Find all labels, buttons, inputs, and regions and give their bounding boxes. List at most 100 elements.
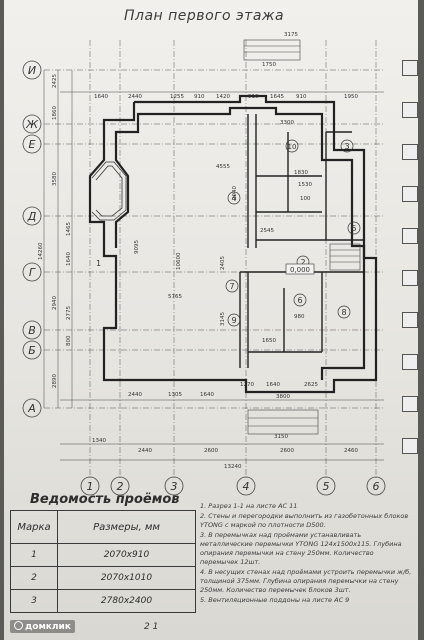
cell-mark: 2 (10, 566, 58, 590)
axis-bubble-6: 6 (366, 476, 386, 496)
cell-mark: 1 (10, 543, 58, 567)
staircase (329, 243, 361, 271)
dim-left: 14260 (38, 242, 44, 260)
room-marker: 5 (347, 221, 361, 235)
table-row: 2 2070х1010 (10, 566, 196, 590)
binder-tab (402, 312, 418, 328)
plan-title: План первого этажа (124, 8, 285, 24)
note-item: 4. В несущих стенах над проёмами устроит… (200, 568, 412, 594)
svg-text:Б: Б (28, 344, 36, 357)
cell-size: 2780х2400 (57, 589, 196, 613)
dim-bottom: 3800 (276, 394, 290, 400)
dim-top: 1645 (270, 94, 284, 100)
axis-bubble-E: Е (22, 134, 42, 154)
note-item: 2. Стены и перегородки выполнить из газо… (200, 512, 409, 529)
dim-interior: 2405 (220, 256, 226, 270)
note-item: 1. Разрез 1-1 на листе АС 11 (200, 502, 298, 510)
bottom-dimensions: 2440 1305 1640 1270 1640 2625 3800 3150 … (92, 382, 358, 470)
dim-interior: 10600 (176, 252, 182, 270)
axis-bubble-2: 2 (110, 476, 130, 496)
dim-interior: 9095 (134, 240, 140, 254)
dim-top: 910 (248, 94, 259, 100)
dim-bottom: 2440 (138, 448, 152, 454)
dim-left: 2775 (66, 306, 72, 320)
svg-text:3: 3 (171, 480, 178, 493)
binder-tab (402, 438, 418, 454)
exterior-walls (88, 94, 378, 394)
dim-bottom: 1305 (168, 392, 182, 398)
dim-bottom: 2460 (344, 448, 358, 454)
dim-left: 3580 (52, 172, 58, 186)
dim-top: 1950 (344, 94, 358, 100)
room-marker: 9 (227, 313, 241, 327)
dim-top: 910 (296, 94, 307, 100)
svg-text:2: 2 (300, 258, 305, 267)
left-dimensions: 2425 1860 3580 1465 1640 2940 2775 800 2… (38, 74, 72, 388)
dim-bottom: 1340 (92, 438, 106, 444)
notes-block: 1. Разрез 1-1 на листе АС 11 2. Стены и … (200, 502, 412, 606)
room-marker: 7 (225, 279, 239, 293)
level-zero-text: 0,000 (290, 266, 310, 274)
dim-left: 800 (66, 335, 72, 346)
axis-bubble-4: 4 (236, 476, 256, 496)
sheet-number: 2 1 (144, 622, 159, 632)
dim-top: 1255 (170, 94, 184, 100)
svg-text:Е: Е (29, 138, 36, 151)
svg-text:И: И (28, 64, 36, 77)
svg-text:5: 5 (323, 480, 330, 493)
dim-interior: 1830 (294, 170, 308, 176)
table-row: 3 2780х2400 (10, 589, 196, 613)
dim-bottom: 1640 (266, 382, 280, 388)
binder-tab (402, 396, 418, 412)
dim-top: 1640 (94, 94, 108, 100)
dim-interior: 4555 (216, 164, 230, 170)
axis-bubble-B: Б (22, 340, 42, 360)
dim-interior: 2940 (232, 186, 238, 200)
dim-top: 3175 (284, 32, 298, 38)
dim-top: 1420 (216, 94, 230, 100)
cell-mark: 3 (10, 589, 58, 613)
dim-interior: 1530 (298, 182, 312, 188)
bay-window (91, 161, 127, 221)
svg-text:1: 1 (96, 259, 101, 268)
svg-text:Ж: Ж (25, 118, 39, 131)
drawing-sheet: План первого этажа (4, 0, 418, 640)
axis-bubble-G: Г (22, 262, 42, 282)
dim-bottom: 1640 (200, 392, 214, 398)
opening-schedule-table: Марка Размеры, мм 1 2070х910 2 2070х1010… (10, 510, 196, 613)
dim-top: 910 (194, 94, 205, 100)
svg-text:Д: Д (27, 210, 37, 223)
binder-tab (402, 186, 418, 202)
binder-tab (402, 144, 418, 160)
dim-interior: 1650 (262, 338, 276, 344)
svg-text:7: 7 (229, 282, 234, 291)
svg-text:А: А (27, 402, 36, 415)
svg-text:6: 6 (297, 296, 302, 305)
axis-bubble-V: В (22, 320, 42, 340)
axis-letter-bubbles: И Ж Е Д Г В Б А (22, 60, 42, 418)
svg-text:В: В (28, 324, 36, 337)
dim-bottom: 2600 (204, 448, 218, 454)
dim-left: 1640 (66, 252, 72, 266)
room-marker: 8 (337, 305, 351, 319)
axis-number-bubbles: 1 2 3 4 5 6 (80, 476, 386, 496)
svg-text:9: 9 (231, 316, 236, 325)
watermark: домклик (10, 620, 75, 633)
col-size-header: Размеры, мм (57, 510, 196, 544)
svg-text:3: 3 (344, 142, 349, 151)
binder-tab (402, 102, 418, 118)
dim-bottom: 2440 (128, 392, 142, 398)
svg-text:4: 4 (243, 480, 250, 493)
binder-tabs (402, 60, 418, 620)
schedule-title: Ведомость проёмов (30, 492, 180, 507)
top-dimensions: 3175 1750 1640 2440 1255 910 1420 910 16… (94, 32, 358, 126)
dim-left: 1465 (66, 222, 72, 236)
dim-top: 2440 (128, 94, 142, 100)
dim-bottom: 2625 (304, 382, 318, 388)
axis-bubble-1: 1 (80, 476, 100, 496)
dim-interior: 2545 (260, 228, 274, 234)
svg-text:5: 5 (351, 224, 356, 233)
axis-bubble-I: И (22, 60, 42, 80)
dim-top: 1750 (262, 62, 276, 68)
col-mark-header: Марка (10, 510, 58, 544)
